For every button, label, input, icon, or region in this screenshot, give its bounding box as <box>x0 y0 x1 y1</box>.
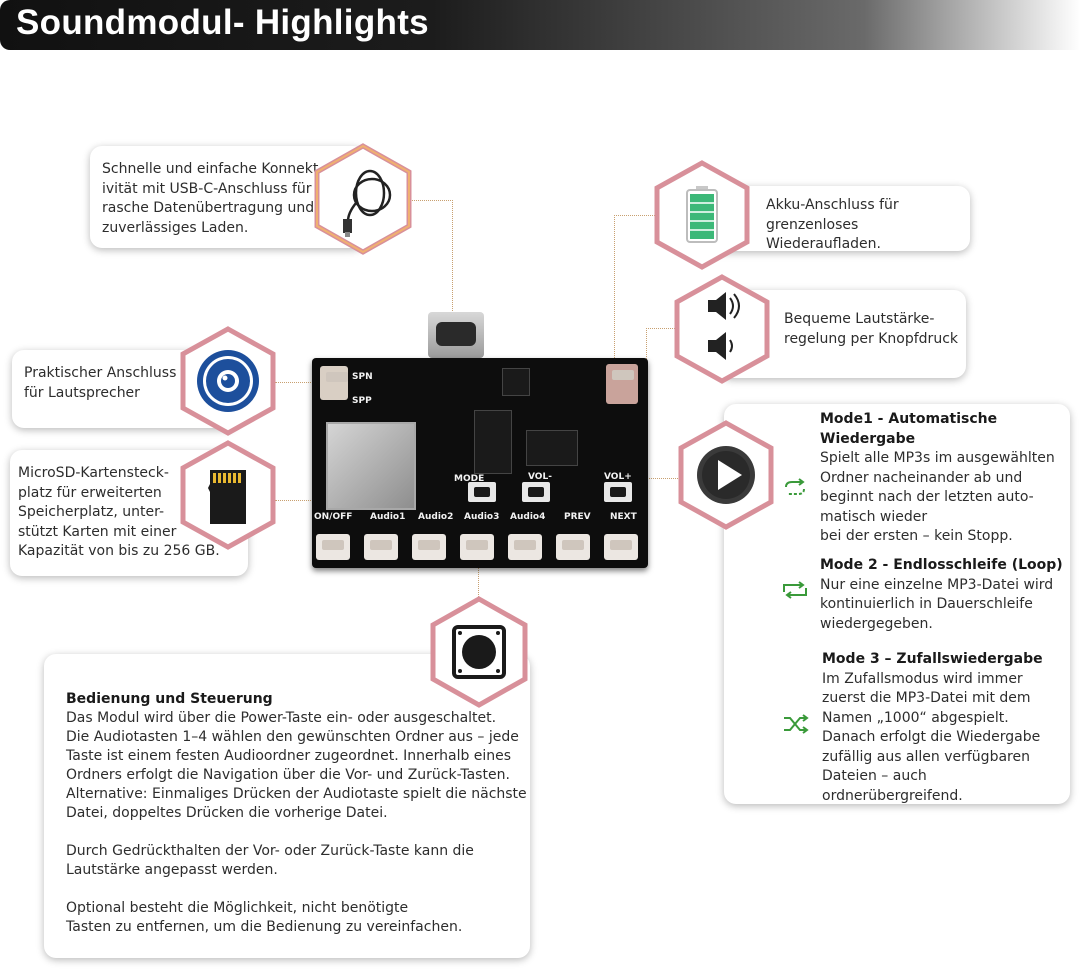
label-spn: SPN <box>352 372 373 382</box>
speaker-connector <box>320 366 348 400</box>
control-paragraph-2: Durch Gedrückthalten der Vor- oder Zurüc… <box>66 843 474 878</box>
mode-3-title: Mode 3 – Zufallswiedergabe <box>822 651 1043 667</box>
audio1-connector[interactable] <box>364 534 398 560</box>
mode-3: Mode 3 – Zufallswiedergabe Im Zufallsmod… <box>822 650 1070 806</box>
push-button-icon <box>430 596 528 708</box>
shuffle-icon <box>784 714 809 734</box>
speaker-icon <box>180 326 276 436</box>
label-onoff: ON/OFF <box>314 512 353 522</box>
mode-2-title: Mode 2 - Endlosschleife (Loop) <box>820 557 1063 573</box>
next-connector[interactable] <box>604 534 638 560</box>
repeat-icon <box>785 478 805 495</box>
modes-card: Mode1 - Automatische Wiedergabe Spielt a… <box>724 404 1070 804</box>
label-spp: SPP <box>352 396 372 406</box>
usb-feature-card: Schnelle und einfache Konnekt- ivität mi… <box>90 146 365 248</box>
usb-feature-text: Schnelle und einfache Konnekt- ivität mi… <box>102 161 324 236</box>
mode-2-body: Nur eine einzelne MP3-Datei wird kontinu… <box>820 576 1054 632</box>
battery-feature-text: Akku-Anschluss für grenzenloses Wiederau… <box>766 197 899 252</box>
page-header: Soundmodul- Highlights <box>0 0 1080 50</box>
connector-speaker <box>275 382 315 383</box>
usb-c-port <box>428 312 484 358</box>
label-audio3: Audio3 <box>464 512 500 522</box>
label-vol-minus: VOL- <box>528 472 552 482</box>
mode-2: Mode 2 - Endlosschleife (Loop) Nur eine … <box>820 556 1063 634</box>
volume-icon <box>674 274 770 384</box>
label-audio2: Audio2 <box>418 512 454 522</box>
label-vol-plus: VOL+ <box>604 472 632 482</box>
vol-plus-button[interactable] <box>604 482 632 502</box>
sound-module-board: SPN SPP MODE VOL- VOL+ ON/OFF Audio1 Aud… <box>312 358 648 568</box>
usb-cable-icon <box>314 143 412 255</box>
mode-1: Mode1 - Automatische Wiedergabe Spielt a… <box>820 410 1055 547</box>
loop-icon <box>783 581 807 599</box>
speaker-feature-text: Praktischer Anschluss für Lautsprecher <box>24 365 177 401</box>
onoff-connector[interactable] <box>316 534 350 560</box>
audio4-connector[interactable] <box>508 534 542 560</box>
connector-sdcard <box>275 500 345 501</box>
play-icon <box>678 420 774 530</box>
battery-icon <box>654 160 750 270</box>
mode-1-title: Mode1 - Automatische Wiedergabe <box>820 411 998 447</box>
control-paragraph-1: Das Modul wird über die Power-Taste ein-… <box>66 710 527 821</box>
battery-connector <box>606 364 638 404</box>
audio2-connector[interactable] <box>412 534 446 560</box>
sdcard-feature-text: MicroSD-Kartensteck- platz für erweitert… <box>18 465 220 559</box>
mode-1-body: Spielt alle MP3s im ausgewählten Ordner … <box>820 450 1055 544</box>
label-next: NEXT <box>610 512 637 522</box>
prev-connector[interactable] <box>556 534 590 560</box>
label-audio1: Audio1 <box>370 512 406 522</box>
main-chip <box>474 410 512 474</box>
mode-button[interactable] <box>468 482 496 502</box>
page-title: Soundmodul- Highlights <box>16 3 429 42</box>
control-paragraph-3: Optional besteht die Möglichkeit, nicht … <box>66 900 463 935</box>
microsd-slot <box>326 422 416 510</box>
audio3-connector[interactable] <box>460 534 494 560</box>
microsd-icon <box>180 440 276 550</box>
control-card: Bedienung und Steuerung Das Modul wird ü… <box>44 654 530 958</box>
connector-usb <box>412 200 453 311</box>
connector-control <box>478 565 479 605</box>
label-prev: PREV <box>564 512 591 522</box>
label-audio4: Audio4 <box>510 512 546 522</box>
secondary-chip <box>526 430 578 466</box>
volume-feature-text: Bequeme Lautstärke- regelung per Knopfdr… <box>784 311 958 347</box>
control-content: Bedienung und Steuerung Das Modul wird ü… <box>66 690 527 937</box>
mode-3-body: Im Zufallsmodus wird immer zuerst die MP… <box>822 670 1041 804</box>
regulator-chip <box>502 368 530 396</box>
vol-minus-button[interactable] <box>522 482 550 502</box>
control-title: Bedienung und Steuerung <box>66 691 273 707</box>
connector-battery <box>614 215 655 366</box>
label-mode: MODE <box>454 474 485 484</box>
